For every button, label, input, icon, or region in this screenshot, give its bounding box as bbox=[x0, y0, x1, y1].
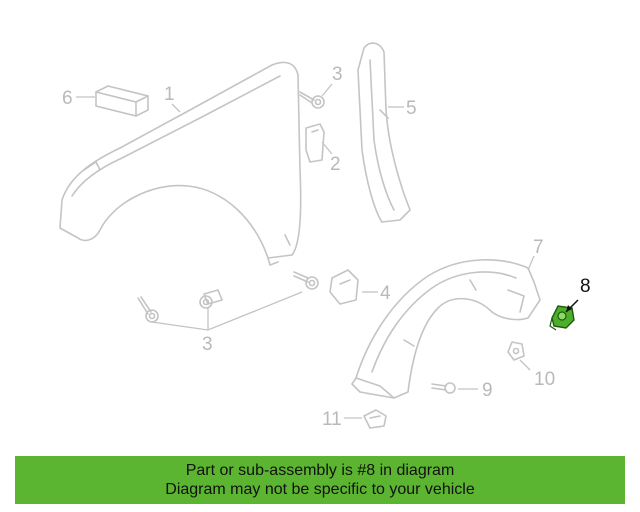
fender-liner-part-7 bbox=[351, 259, 541, 399]
callout-7: 7 bbox=[533, 237, 544, 258]
banner-line-2: Diagram may not be specific to your vehi… bbox=[165, 481, 475, 498]
callout-9: 9 bbox=[482, 380, 493, 401]
leader-10 bbox=[519, 359, 531, 371]
clip-part-4 bbox=[329, 269, 359, 305]
fender-part-1 bbox=[59, 61, 302, 266]
callout-3-top: 3 bbox=[332, 64, 343, 85]
bolt-part-3-top bbox=[299, 91, 325, 109]
callout-4: 4 bbox=[380, 283, 391, 304]
bracket-part-2 bbox=[305, 123, 325, 163]
callout-1: 1 bbox=[164, 84, 175, 105]
leader-3-bottom bbox=[151, 291, 303, 331]
bolt-part-3-left bbox=[137, 296, 159, 323]
leader-1 bbox=[171, 103, 181, 113]
callout-11: 11 bbox=[322, 409, 342, 430]
retainer-part-10 bbox=[507, 341, 525, 361]
bolt-part-3-middle bbox=[199, 289, 223, 309]
callout-8: 8 bbox=[580, 276, 591, 297]
parts-diagram: 1 6 3 2 5 bbox=[59, 42, 591, 430]
info-banner: Part or sub-assembly is #8 in diagram Di… bbox=[15, 456, 625, 504]
screw-part-9 bbox=[431, 382, 456, 394]
leader-7 bbox=[527, 255, 535, 271]
bolt-part-3-right bbox=[293, 271, 319, 290]
callout-2: 2 bbox=[330, 154, 341, 175]
callout-10: 10 bbox=[534, 369, 555, 390]
callout-6: 6 bbox=[62, 88, 73, 109]
leader-3-top bbox=[321, 83, 333, 97]
seal-part-5 bbox=[357, 42, 411, 223]
clip-part-8-highlighted[interactable] bbox=[549, 305, 575, 331]
callout-5: 5 bbox=[406, 98, 417, 119]
callout-3-bottom: 3 bbox=[202, 334, 213, 355]
leader-2 bbox=[321, 141, 333, 155]
pad-part-6 bbox=[95, 85, 149, 117]
banner-line-1: Part or sub-assembly is #8 in diagram bbox=[185, 462, 455, 479]
clip-part-11 bbox=[363, 409, 387, 429]
